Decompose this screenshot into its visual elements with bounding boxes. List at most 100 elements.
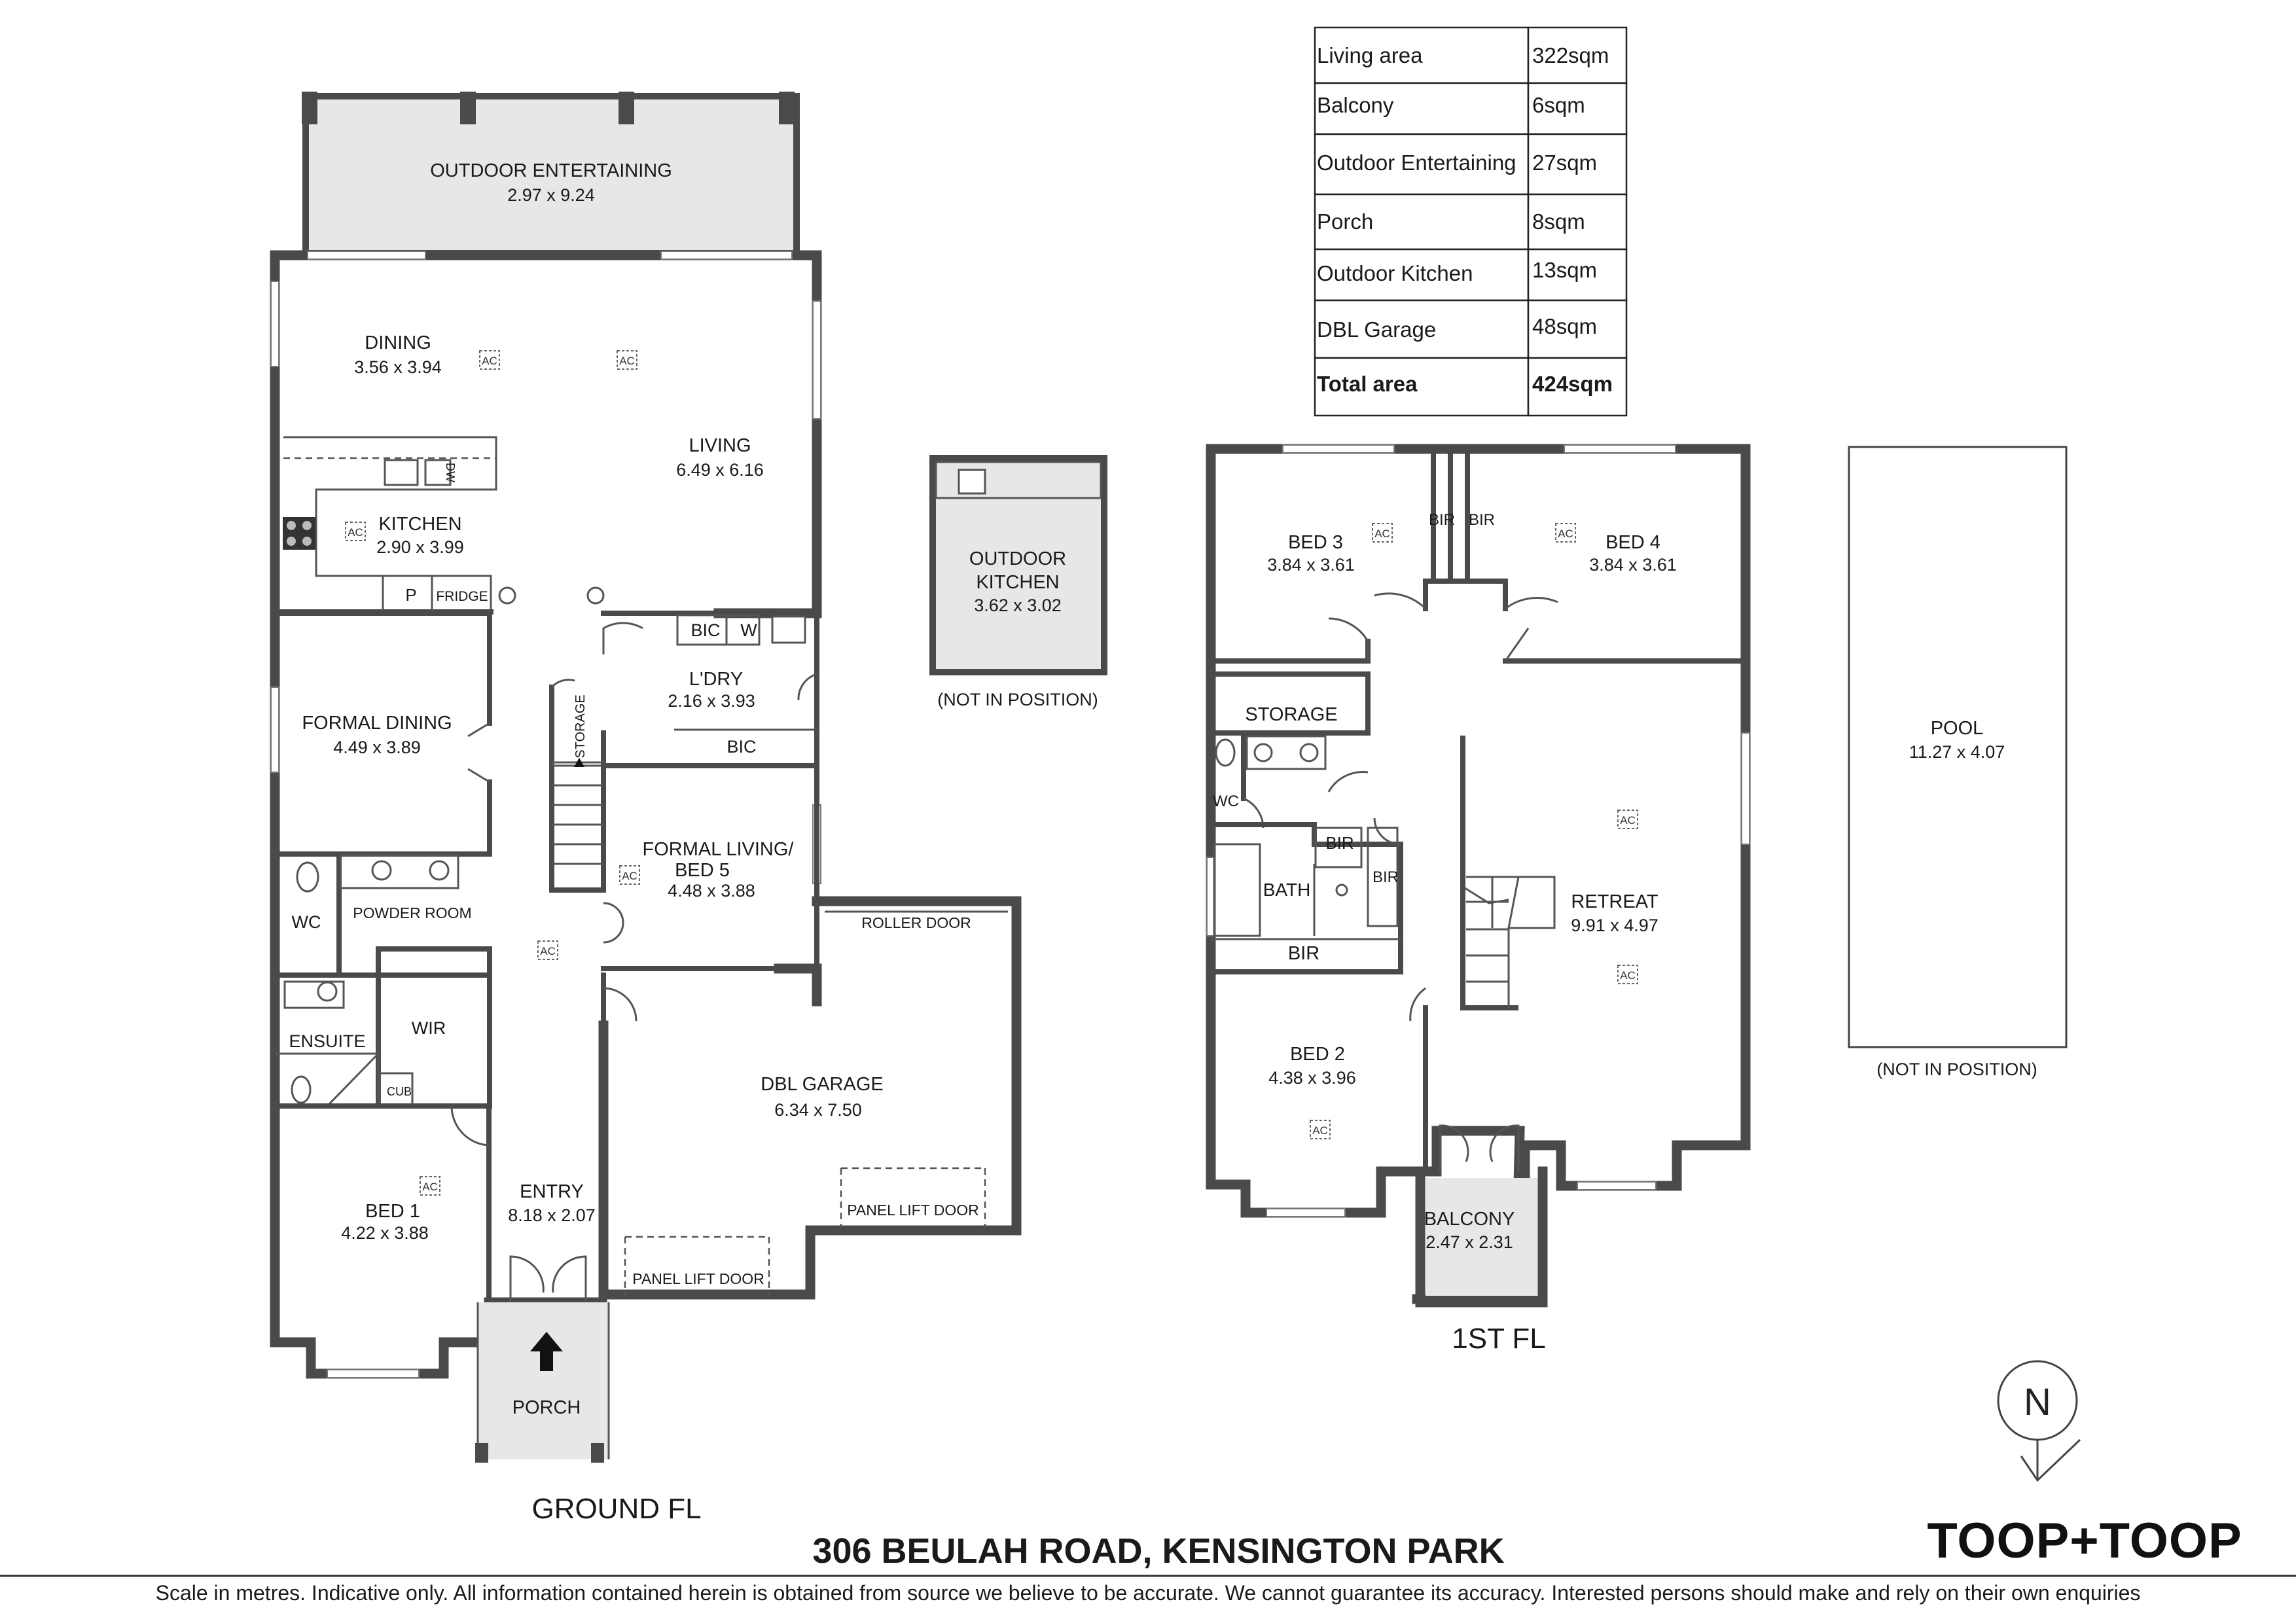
not-in-position-note: (NOT IN POSITION)	[937, 690, 1098, 709]
first-floor-label: 1ST FL	[1452, 1323, 1545, 1355]
room-name: OUTDOOR ENTERTAINING	[430, 160, 672, 181]
roller-door-label: ROLLER DOOR	[861, 914, 971, 931]
wc-label: WC	[292, 912, 321, 932]
ground-floor-plan: AC AC AC AC AC AC OUTDOOR ENTERTAINING 2…	[270, 92, 1022, 1525]
bir-label: BIR	[1469, 511, 1495, 529]
table-label: DBL Garage	[1317, 317, 1436, 342]
bath-label: BATH	[1263, 880, 1311, 900]
ac-unit-icon: AC AC AC AC AC AC	[345, 350, 640, 1196]
room-name: DBL GARAGE	[761, 1074, 883, 1095]
panel-lift-door-label: PANEL LIFT DOOR	[632, 1270, 764, 1287]
table-label: Porch	[1317, 209, 1373, 234]
wc-label: WC	[1213, 793, 1239, 810]
svg-text:AC: AC	[422, 1181, 438, 1193]
bir-label: BIR	[1288, 943, 1319, 964]
table-value: 8sqm	[1532, 209, 1585, 234]
svg-text:AC: AC	[1374, 527, 1390, 540]
room-name: BALCONY	[1424, 1209, 1515, 1230]
room-name: BED 3	[1288, 532, 1343, 553]
room-name: LIVING	[689, 435, 751, 456]
wir-label: WIR	[412, 1018, 446, 1038]
room-name: RETREAT	[1571, 891, 1658, 912]
table-value: 13sqm	[1532, 258, 1597, 282]
brand-logo: TOOP+TOOP	[1927, 1513, 2242, 1569]
panel-lift-door-label: PANEL LIFT DOOR	[847, 1202, 979, 1219]
ground-floor-label: GROUND FL	[531, 1493, 701, 1525]
room-name: BED 2	[1290, 1044, 1345, 1065]
room-dims: 9.91 x 4.97	[1571, 916, 1659, 935]
bic-label: BIC	[691, 620, 720, 640]
table-value: 48sqm	[1532, 314, 1597, 338]
first-floor-plan: AC AC AC AC AC BED 3 3.84 x 3.61 BED 4 3…	[1206, 444, 1751, 1355]
room-name: FORMAL DINING	[302, 713, 452, 734]
room-dims: 2.90 x 3.99	[376, 537, 464, 557]
room-name: BED 4	[1605, 532, 1660, 553]
table-value: 6sqm	[1532, 93, 1585, 117]
powder-room-label: POWDER ROOM	[353, 904, 471, 921]
property-address: 306 BEULAH ROAD, KENSINGTON PARK	[812, 1531, 1504, 1571]
room-name: L'DRY	[689, 669, 743, 690]
area-table: Living area 322sqm Balcony 6sqm Outdoor …	[1314, 26, 1628, 417]
room-name: ENTRY	[520, 1181, 584, 1202]
room-dims: 6.34 x 7.50	[774, 1100, 862, 1120]
entry-arrow-icon	[530, 1332, 563, 1371]
bir-label: BIR	[1325, 833, 1354, 853]
room-dims: 3.62 x 3.02	[974, 596, 1062, 615]
room-name: BED 5	[675, 860, 730, 881]
table-total-label: Total area	[1317, 372, 1418, 396]
room-name: KITCHEN	[976, 572, 1059, 593]
room-dims: 2.16 x 3.93	[668, 691, 755, 711]
compass-letter: N	[2024, 1381, 2051, 1423]
svg-text:AC: AC	[1558, 527, 1573, 540]
table-label: Living area	[1317, 43, 1423, 67]
svg-text:AC: AC	[348, 526, 363, 539]
table-label: Balcony	[1317, 93, 1394, 117]
room-dims: 8.18 x 2.07	[508, 1205, 596, 1225]
svg-text:AC: AC	[619, 355, 635, 367]
table-value: 27sqm	[1532, 151, 1597, 175]
svg-text:AC: AC	[1620, 969, 1636, 982]
room-dims: 4.22 x 3.88	[341, 1223, 429, 1243]
ac-unit-icon: AC AC AC AC AC	[1310, 523, 1638, 1139]
svg-text:AC: AC	[1312, 1124, 1328, 1137]
fridge-label: FRIDGE	[436, 589, 488, 604]
washer-label: W	[740, 620, 757, 640]
cupboard-label: CUB	[387, 1085, 412, 1098]
room-name: FORMAL LIVING/	[643, 839, 795, 860]
svg-text:AC: AC	[622, 870, 637, 882]
room-dims: 2.47 x 2.31	[1426, 1232, 1513, 1252]
pool-plan: POOL 11.27 x 4.07 (NOT IN POSITION)	[1848, 446, 2068, 1079]
pantry-label: P	[405, 585, 416, 605]
outdoor-kitchen-plan: OUTDOOR KITCHEN 3.62 x 3.02 (NOT IN POSI…	[929, 455, 1107, 709]
room-dims: 2.97 x 9.24	[507, 185, 595, 205]
svg-text:AC: AC	[1620, 814, 1636, 827]
room-dims: 4.48 x 3.88	[668, 881, 755, 901]
room-name: PORCH	[512, 1397, 581, 1418]
room-dims: 3.84 x 3.61	[1267, 555, 1355, 575]
svg-text:AC: AC	[540, 945, 556, 957]
svg-text:AC: AC	[482, 355, 497, 367]
bir-label: BIR	[1372, 868, 1399, 886]
room-dims: 3.56 x 3.94	[354, 357, 442, 377]
room-dims: 6.49 x 6.16	[676, 460, 764, 480]
room-dims: 3.84 x 3.61	[1589, 555, 1677, 575]
ensuite-label: ENSUITE	[289, 1031, 365, 1051]
dishwasher-label: DW	[444, 463, 457, 482]
north-arrow-icon: N	[1997, 1360, 2081, 1482]
room-name: BED 1	[365, 1201, 420, 1222]
storage-label: STORAGE	[573, 694, 588, 758]
table-value: 322sqm	[1532, 43, 1609, 67]
room-dims: 4.49 x 3.89	[333, 738, 421, 757]
bic-label: BIC	[726, 737, 756, 757]
table-total-value: 424sqm	[1532, 372, 1613, 396]
bir-label: BIR	[1429, 511, 1455, 529]
room-dims: 4.38 x 3.96	[1268, 1068, 1356, 1088]
disclaimer-text: Scale in metres. Indicative only. All in…	[156, 1581, 2141, 1605]
room-name: KITCHEN	[378, 514, 461, 535]
room-dims: 11.27 x 4.07	[1909, 742, 2005, 762]
storage-label: STORAGE	[1245, 704, 1337, 725]
room-name: POOL	[1931, 718, 1984, 739]
room-name: OUTDOOR	[969, 548, 1066, 569]
table-label: Outdoor Kitchen	[1317, 261, 1473, 285]
